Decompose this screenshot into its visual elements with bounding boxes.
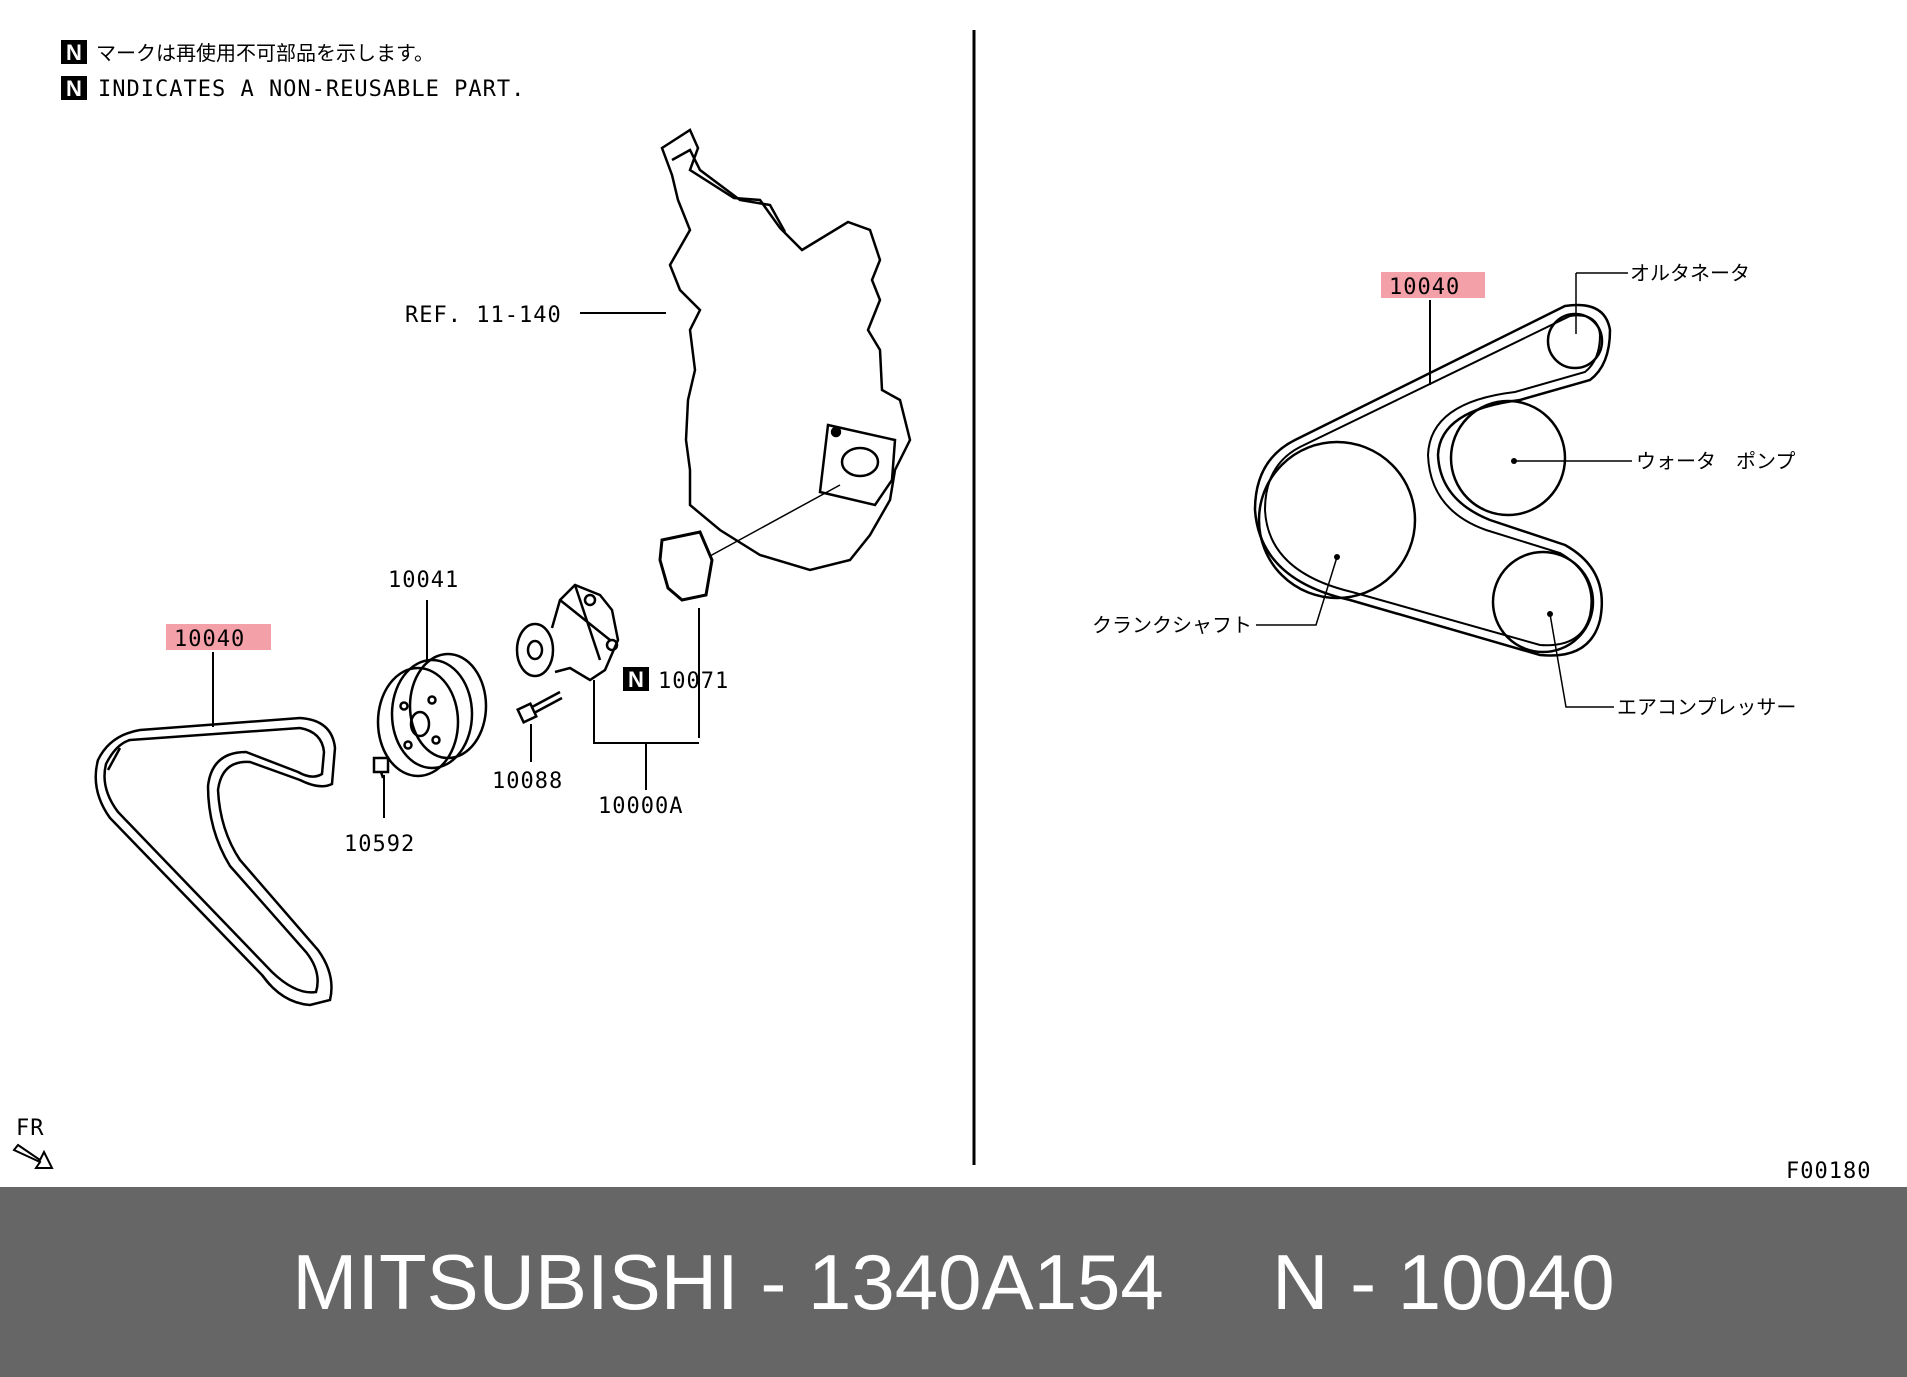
part-label-10041: 10041 — [388, 568, 459, 593]
legend-text-jp: マークは再使用不可部品を示します。 — [96, 41, 434, 65]
label-water-pump: ウォータ ポンプ — [1636, 449, 1795, 473]
footer-part-number: MITSUBISHI - 1340A154 N - 10040 — [292, 1237, 1615, 1326]
compressor-leader — [1549, 613, 1614, 708]
gasket-10071-drawing — [658, 484, 841, 738]
compressor-pulley — [1491, 550, 1595, 654]
highlight-10040-right — [1381, 272, 1485, 298]
legend-badge-en: N — [66, 76, 82, 101]
ref-label: REF. 11-140 — [405, 303, 562, 328]
engine-block-drawing — [660, 128, 912, 572]
label-compressor: エアコンプレッサー — [1617, 695, 1796, 719]
bolt-10592-drawing — [372, 756, 390, 779]
part-label-10071: 10071 — [658, 669, 729, 694]
parts-diagram: N マークは再使用不可部品を示します。 N INDICATES A NON-RE… — [12, 30, 1871, 1184]
non-reusable-badge-icon — [61, 40, 87, 64]
badge-10071: N — [628, 667, 644, 692]
legend: N マークは再使用不可部品を示します。 N INDICATES A NON-RE… — [61, 40, 525, 102]
legend-text-en: INDICATES A NON-REUSABLE PART. — [98, 77, 525, 102]
crankshaft-leader — [1256, 556, 1338, 626]
footer-banner: MITSUBISHI - 1340A154 N - 10040 — [0, 1187, 1907, 1377]
crankshaft-pulley — [1257, 440, 1417, 600]
part-label-10040-left: 10040 — [174, 627, 245, 652]
pump-bracket-line — [593, 680, 699, 744]
label-crankshaft: クランクシャフト — [1092, 613, 1252, 637]
part-label-10088: 10088 — [492, 769, 563, 794]
pulley-10041-drawing — [376, 652, 488, 778]
part-label-10000A: 10000A — [598, 794, 683, 819]
figure-code: F00180 — [1786, 1159, 1871, 1184]
part-label-10040-right: 10040 — [1389, 275, 1460, 300]
fr-label: FR — [16, 1116, 45, 1141]
water-pump-drawing — [515, 583, 620, 682]
drive-belt-10040-drawing — [94, 716, 337, 1007]
non-reusable-badge-icon — [623, 667, 649, 691]
highlight-10040-left — [166, 624, 271, 650]
front-arrow-icon — [12, 1143, 54, 1169]
water-pump-pulley — [1449, 399, 1567, 517]
legend-badge-jp: N — [66, 40, 82, 65]
part-label-10592: 10592 — [344, 832, 415, 857]
label-alternator: オルタネータ — [1630, 261, 1750, 285]
non-reusable-badge-icon — [61, 76, 87, 100]
belt-routing-drawing — [1253, 303, 1612, 657]
bolt-10088-drawing — [516, 690, 563, 724]
alternator-pulley — [1546, 312, 1604, 370]
